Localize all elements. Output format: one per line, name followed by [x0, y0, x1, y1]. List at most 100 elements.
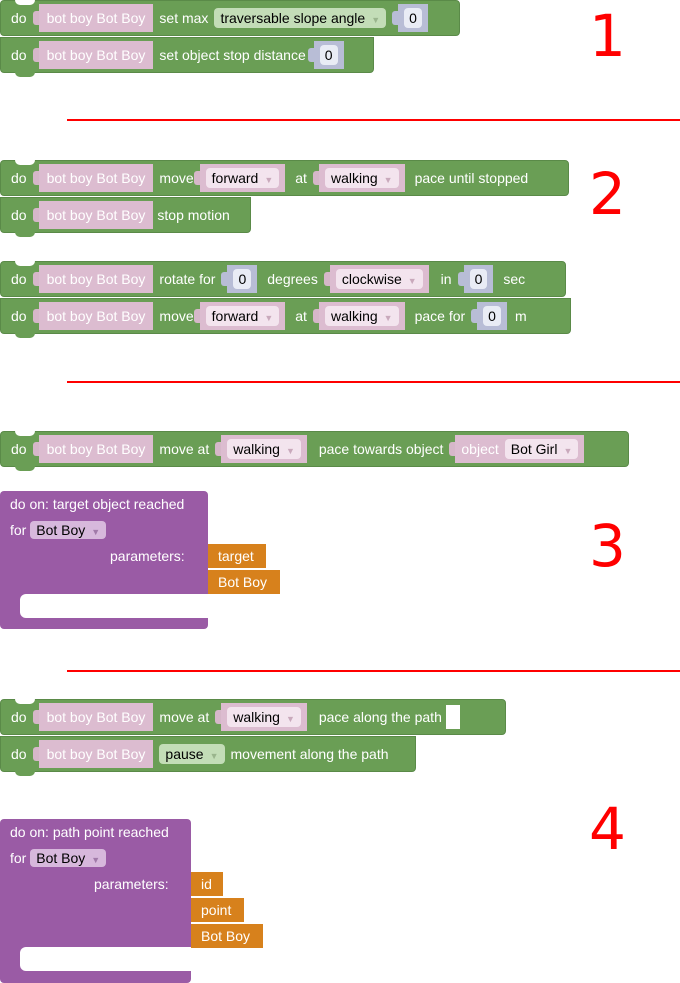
object-field[interactable]: bot boy Bot Boy — [38, 201, 154, 229]
path-input-slot[interactable] — [445, 705, 460, 729]
object-field[interactable]: bot boy Bot Boy — [38, 41, 154, 69]
socket-icon — [471, 309, 478, 323]
number-block[interactable]: 0 — [313, 41, 344, 69]
for-value: Bot Boy — [36, 522, 86, 538]
object-field[interactable]: bot boy Bot Boy — [38, 740, 154, 768]
set-stop-distance-block[interactable]: do bot boy Bot Boy set object stop dista… — [0, 37, 374, 77]
pace-value: walking — [330, 170, 378, 186]
action-dropdown[interactable]: pause▼ — [159, 744, 225, 764]
for-dropdown[interactable]: Bot Boy▼ — [30, 849, 107, 867]
dropdown-arrow-icon: ▼ — [407, 276, 417, 286]
pace-block[interactable]: walking▼ — [318, 302, 405, 330]
object-field[interactable]: bot boy Bot Boy — [38, 435, 154, 463]
move-along-path-block[interactable]: do bot boy Bot Boy move at walking▼ pace… — [0, 699, 506, 735]
pace-block[interactable]: walking ▼ — [221, 435, 307, 463]
socket-icon — [32, 309, 39, 323]
move-until-stopped-block[interactable]: do bot boy Bot Boy move forward▼ at walk… — [0, 160, 569, 196]
path-point-reached-event-block[interactable]: do on: path point reached for Bot Boy▼ p… — [0, 819, 191, 983]
object-field[interactable]: bot boy Bot Boy — [38, 4, 154, 32]
object-field[interactable]: bot boy Bot Boy — [38, 164, 154, 192]
pace-block[interactable]: walking▼ — [318, 164, 405, 192]
object-field[interactable]: bot boy Bot Boy — [38, 302, 154, 330]
property-dropdown-value: traversable slope angle — [220, 10, 366, 26]
move-distance-block[interactable]: do bot boy Bot Boy move forward▼ at walk… — [0, 298, 571, 338]
distance-block[interactable]: 0 — [477, 302, 507, 330]
section-number-2: 2 — [589, 160, 626, 228]
number-block[interactable]: 0 — [398, 4, 428, 32]
parameters-label: parameters: — [110, 548, 185, 564]
target-reached-event-block[interactable]: do on: target object reached for Bot Boy… — [0, 491, 208, 629]
pace-dropdown[interactable]: walking▼ — [324, 306, 399, 326]
rotate-block[interactable]: do bot boy Bot Boy rotate for 0 degrees … — [0, 261, 566, 297]
socket-icon — [193, 171, 200, 185]
distance-input[interactable]: 0 — [483, 306, 501, 326]
meters-label: m — [514, 308, 527, 324]
do-label: do — [11, 47, 27, 63]
param-bot-boy[interactable]: Bot Boy — [191, 924, 263, 948]
divider — [67, 381, 680, 383]
pace-along-path-label: pace along the path — [318, 709, 442, 725]
target-dropdown[interactable]: Bot Girl▼ — [504, 439, 579, 459]
socket-icon — [449, 442, 456, 456]
dropdown-arrow-icon: ▼ — [371, 15, 381, 25]
pace-for-label: pace for — [414, 308, 466, 324]
stop-distance-label: set object stop distance — [159, 47, 306, 63]
dropdown-arrow-icon: ▼ — [285, 446, 295, 456]
param-id[interactable]: id — [191, 872, 223, 896]
set-max-block[interactable]: do bot boy Bot Boy set max traversable s… — [0, 0, 460, 36]
pace-dropdown[interactable]: walking ▼ — [227, 439, 301, 459]
direction-block[interactable]: forward▼ — [199, 302, 286, 330]
property-dropdown[interactable]: traversable slope angle ▼ — [214, 8, 387, 28]
pace-block[interactable]: walking▼ — [221, 703, 307, 731]
direction-value: forward — [211, 170, 259, 186]
block-notch — [15, 72, 35, 77]
param-target[interactable]: target — [208, 544, 266, 568]
rotation-dropdown[interactable]: clockwise▼ — [335, 269, 423, 289]
rotation-block[interactable]: clockwise▼ — [329, 265, 429, 293]
seconds-input[interactable]: 0 — [469, 269, 488, 289]
socket-icon — [392, 11, 399, 25]
divider — [67, 119, 680, 121]
statement-slot[interactable] — [20, 594, 208, 618]
object-field[interactable]: bot boy Bot Boy — [38, 265, 154, 293]
do-label: do — [11, 746, 27, 762]
do-label: do — [11, 441, 27, 457]
param-bot-boy[interactable]: Bot Boy — [208, 570, 280, 594]
move-towards-object-block[interactable]: do bot boy Bot Boy move at walking▼ pace… — [0, 431, 629, 471]
socket-icon — [312, 309, 319, 323]
object-field[interactable]: bot boy Bot Boy — [38, 703, 154, 731]
degrees-input[interactable]: 0 — [233, 269, 252, 289]
direction-block[interactable]: forward▼ — [199, 164, 286, 192]
seconds-block[interactable]: 0 — [463, 265, 494, 293]
dropdown-arrow-icon: ▼ — [264, 313, 274, 323]
rotate-for-label: rotate for — [159, 271, 216, 287]
number-input[interactable]: 0 — [404, 8, 422, 28]
pace-value: walking — [233, 441, 280, 457]
pace-dropdown[interactable]: walking▼ — [324, 168, 399, 188]
at-label: at — [295, 170, 307, 186]
block-notch — [15, 261, 35, 266]
block-notch — [15, 431, 35, 436]
direction-dropdown[interactable]: forward▼ — [205, 306, 280, 326]
parameters-label: parameters: — [94, 876, 169, 892]
number-input[interactable]: 0 — [319, 45, 338, 65]
statement-slot[interactable] — [20, 947, 191, 971]
object-label: object — [461, 441, 499, 457]
pause-movement-block[interactable]: do bot boy Bot Boy pause▼ movement along… — [0, 736, 416, 776]
pace-dropdown[interactable]: walking▼ — [227, 707, 301, 727]
for-dropdown[interactable]: Bot Boy▼ — [30, 521, 107, 539]
socket-icon — [312, 171, 319, 185]
block-notch — [15, 466, 35, 471]
stop-motion-label: stop motion — [157, 207, 230, 223]
block-notch — [15, 160, 35, 165]
movement-along-path-label: movement along the path — [230, 746, 389, 762]
direction-dropdown[interactable]: forward▼ — [205, 168, 280, 188]
param-point[interactable]: point — [191, 898, 244, 922]
degrees-block[interactable]: 0 — [227, 265, 258, 293]
target-object-block[interactable]: object Bot Girl▼ — [455, 435, 585, 463]
move-at-label: move at — [159, 441, 210, 457]
action-value: pause — [165, 746, 204, 762]
do-label: do — [11, 308, 27, 324]
do-label: do — [11, 207, 27, 223]
stop-motion-block[interactable]: do bot boy Bot Boy stop motion — [0, 197, 251, 237]
